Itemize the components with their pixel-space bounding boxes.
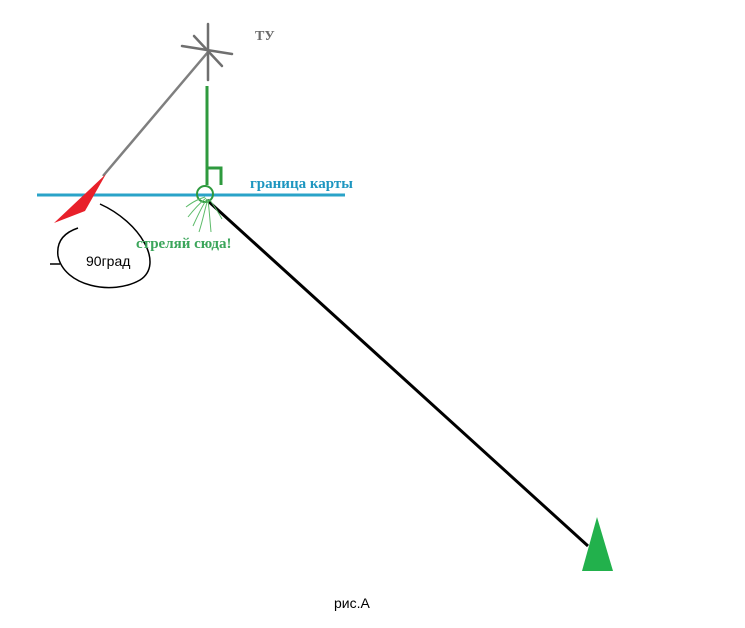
target-point-label: ТУ	[255, 29, 275, 44]
angle-arc	[57, 203, 151, 289]
figure-caption: рис.А	[334, 595, 370, 611]
enemy-to-target-line	[102, 51, 209, 177]
map-border-label: граница карты	[250, 176, 353, 192]
angle-label: 90град	[86, 253, 130, 269]
green-triangle-marker-icon	[582, 517, 613, 571]
trajectory-line	[205, 198, 590, 548]
scribble-marks	[185, 196, 223, 233]
crosshair-star-icon	[180, 22, 234, 82]
right-angle-mark-icon	[207, 166, 223, 185]
shoot-here-label: стреляй сюда!	[136, 236, 231, 252]
red-triangle-marker-icon	[54, 174, 106, 223]
